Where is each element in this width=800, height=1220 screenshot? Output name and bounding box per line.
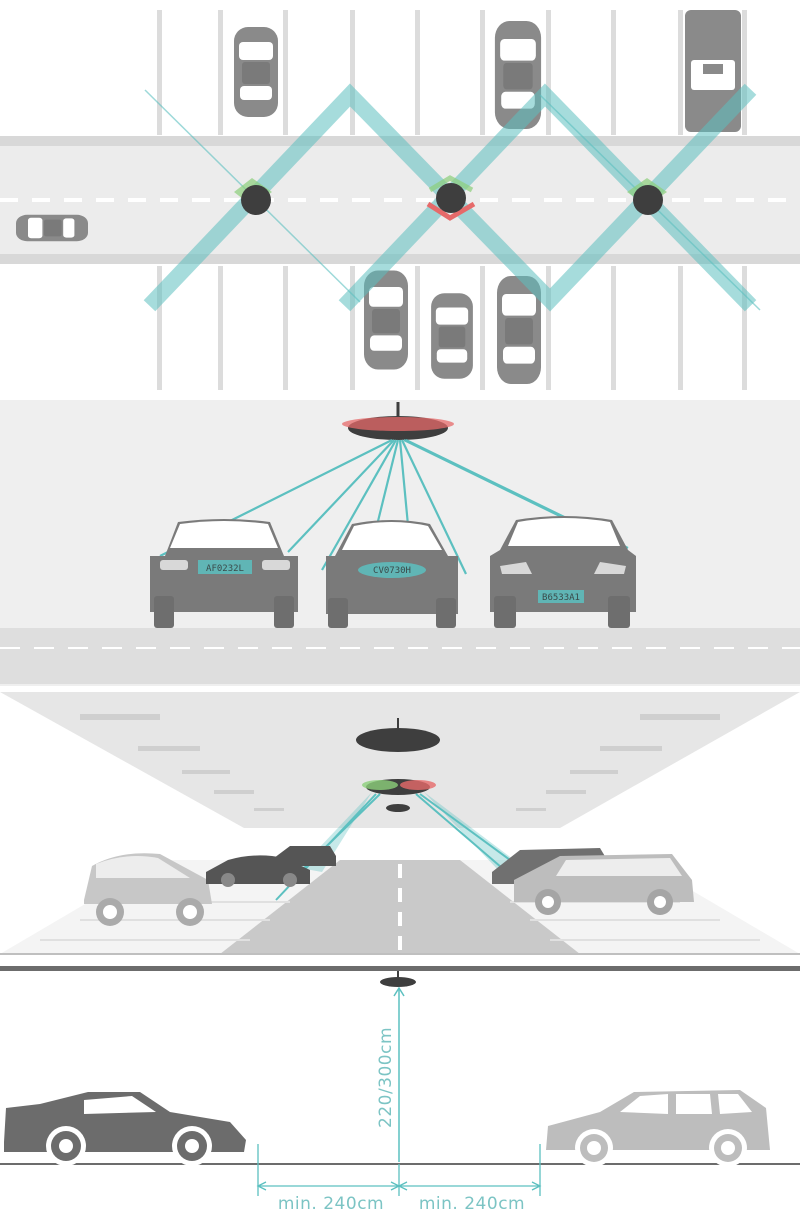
car-icon: [4, 1092, 246, 1166]
right-distance-label: min. 240cm: [419, 1194, 525, 1214]
truck-icon: [685, 10, 741, 132]
car-icon: [84, 853, 212, 926]
moving-car-icon: [15, 214, 88, 242]
panel-side-elevation: 220/300cm min. 24: [0, 966, 800, 1214]
car-icon: CV0730H: [326, 520, 458, 628]
overhead-sensor-icon: [362, 779, 436, 795]
overhead-sensor-icon: [342, 402, 454, 440]
ceiling-lights: [80, 714, 720, 811]
overhead-sensor-icon: [386, 804, 410, 812]
ceiling: [0, 692, 800, 828]
license-plate: CV0730H: [373, 566, 411, 576]
distance-dimension-lines: [256, 1144, 542, 1196]
overhead-sensor-icon: [627, 178, 667, 215]
parking-stalls-top: [157, 10, 747, 135]
ceiling-slab: [0, 966, 800, 971]
license-plate: B6533A1: [542, 593, 580, 603]
overhead-sensor-icon: [356, 718, 440, 752]
car-icon: B6533A1: [490, 516, 636, 628]
parking-stalls-bottom: [157, 266, 747, 390]
left-distance-label: min. 240cm: [278, 1194, 384, 1214]
overhead-sensor-icon: [380, 971, 416, 987]
car-icon: [431, 293, 473, 379]
car-icon: AF0232L: [150, 519, 298, 628]
car-icon: [514, 854, 694, 915]
panel-front-view: AF0232L CV0730H B6533A1: [0, 400, 800, 686]
panel-top-view: [0, 0, 800, 392]
overhead-sensor-icon: [426, 175, 476, 221]
road-front-view: [0, 628, 800, 684]
height-label: 220/300cm: [376, 1027, 396, 1128]
car-icon: [234, 27, 278, 117]
car-icon: [546, 1090, 770, 1167]
overhead-sensor-icon: [234, 178, 272, 215]
panel-perspective-view: [0, 692, 800, 955]
license-plate: AF0232L: [206, 564, 244, 574]
car-icon: [274, 846, 336, 866]
